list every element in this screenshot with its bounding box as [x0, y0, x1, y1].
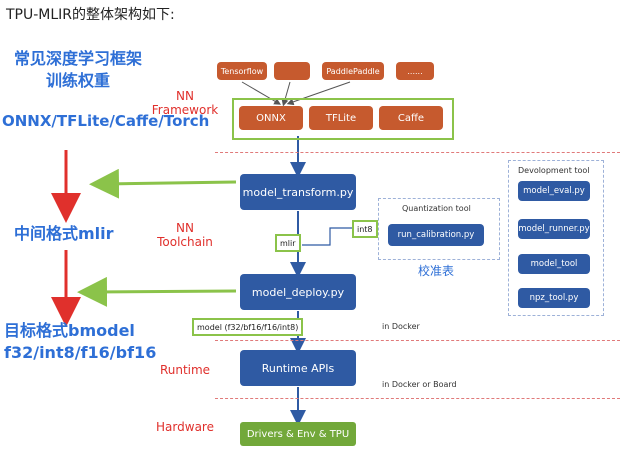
framework-obscured [274, 62, 310, 80]
converter-frame [232, 98, 454, 140]
dev-tool-npz-tool: npz_tool.py [518, 288, 590, 308]
section-runtime: Runtime [159, 363, 211, 377]
section-nn-toolchain: NN Toolchain [150, 221, 220, 249]
runtime-apis-box: Runtime APIs [240, 350, 356, 386]
dev-tool-model-runner: model_runner.py [518, 219, 590, 239]
mid-format-label: 中间格式mlir [14, 224, 114, 243]
mlir-tag: mlir [275, 234, 301, 252]
target-format-line2: f32/int8/f16/bf16 [4, 343, 157, 362]
section-nn-framework-line2: Framework [151, 103, 219, 117]
source-formats: ONNX/TFLite/Caffe/Torch [2, 112, 210, 130]
framework-tensorflow: Tensorflow [217, 62, 267, 80]
section-nn-framework: NN Framework [150, 89, 220, 117]
model-precision-tag: model (f32/bf16/f16/int8) [192, 318, 304, 336]
section-nn-toolchain-line2: Toolchain [157, 235, 213, 249]
framework-more: ...... [396, 62, 434, 80]
section-nn-toolchain-line1: NN [176, 221, 194, 235]
separator-runtime [215, 398, 620, 399]
model-transform-box: model_transform.py [240, 174, 356, 210]
note-in-docker: in Docker [382, 322, 420, 331]
page-title: TPU-MLIR的整体架构如下: [6, 7, 175, 23]
model-deploy-box: model_deploy.py [240, 274, 356, 310]
quantization-title: Quantization tool [402, 204, 471, 213]
int8-tag: int8 [352, 220, 378, 238]
drivers-box: Drivers & Env & TPU [240, 422, 356, 446]
calibration-table-label: 校准表 [418, 264, 455, 278]
quantization-group [378, 198, 500, 260]
left-heading-line1: 常见深度学习框架 [13, 49, 142, 68]
separator-framework [215, 152, 620, 153]
framework-paddlepaddle: PaddlePaddle [322, 62, 384, 80]
dev-tool-group [508, 160, 604, 316]
dev-tool-title: Devolopment tool [518, 166, 590, 175]
separator-toolchain [215, 340, 620, 341]
section-hardware: Hardware [156, 420, 214, 434]
section-nn-framework-line1: NN [176, 89, 194, 103]
target-format-line1: 目标格式bmodel [4, 321, 135, 340]
dev-tool-model-eval: model_eval.py [518, 181, 590, 201]
converter-tflite: TFLite [309, 106, 373, 130]
run-calibration-box: run_calibration.py [388, 224, 484, 246]
target-format-label: 目标格式bmodel f32/int8/f16/bf16 [4, 320, 156, 364]
int8-connector [302, 227, 352, 246]
green-arrow-1 [89, 168, 237, 199]
converter-onnx: ONNX [239, 106, 303, 130]
converter-caffe: Caffe [379, 106, 443, 130]
left-heading-line2: 训练权重 [45, 71, 110, 90]
left-heading: 常见深度学习框架 训练权重 [8, 48, 148, 92]
green-arrow-2 [77, 276, 237, 307]
dev-tool-model-tool: model_tool [518, 254, 590, 274]
note-in-docker-or-board: in Docker or Board [382, 380, 457, 389]
